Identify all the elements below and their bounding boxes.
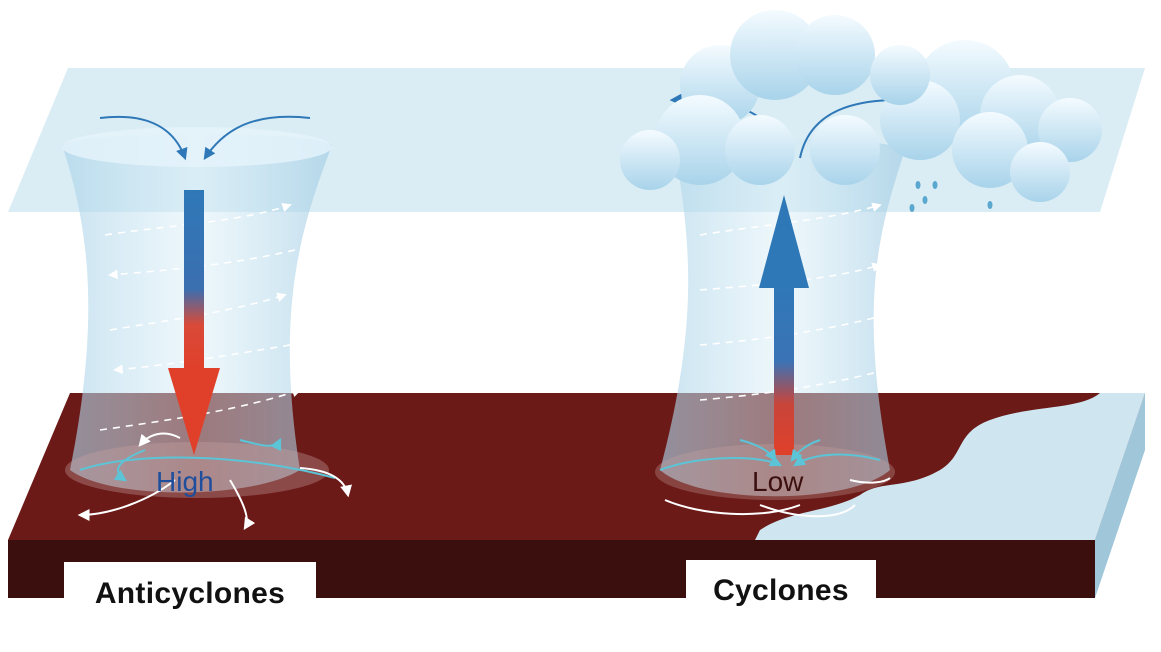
cyclone-column [655, 93, 915, 518]
rain-drops [909, 181, 993, 212]
anticyclone-column [62, 115, 352, 531]
high-pressure-label: High [156, 466, 214, 497]
storm-clouds [620, 10, 1102, 202]
cyclones-label: Cyclones [713, 574, 849, 607]
low-pressure-label: Low [752, 466, 804, 497]
anticyclones-label-box: Anticyclones [64, 562, 316, 626]
anticyclones-label: Anticyclones [94, 577, 286, 610]
water-area [755, 393, 1145, 540]
cyclones-label-box: Cyclones [686, 560, 876, 622]
